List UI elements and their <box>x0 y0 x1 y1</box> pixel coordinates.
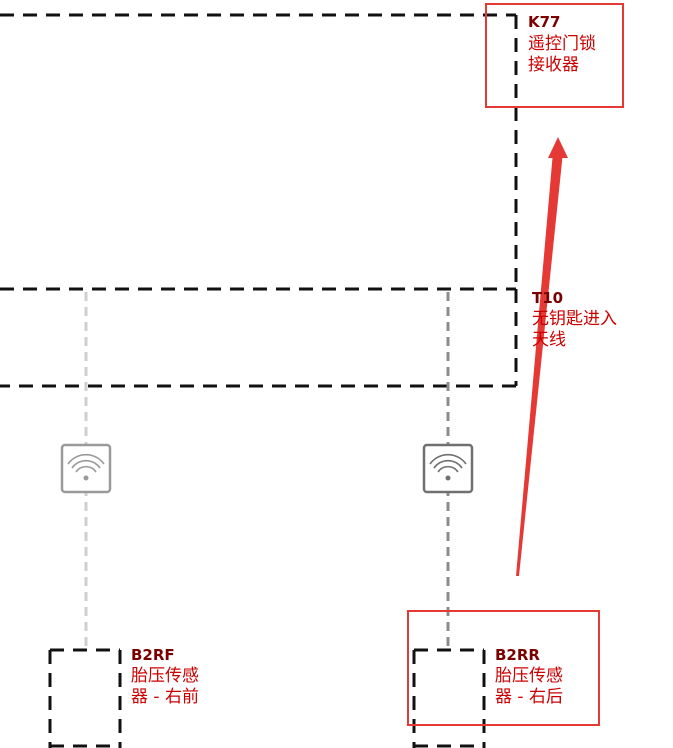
b2rr-name-line1: 胎压传感 <box>495 666 563 686</box>
b2rr-box <box>412 648 486 748</box>
k77-name-line2: 接收器 <box>528 55 579 75</box>
b2rf-code: B2RF <box>131 646 175 664</box>
k77-code: K77 <box>528 13 561 31</box>
b2rf-box <box>48 648 122 748</box>
b2rr-code: B2RR <box>495 646 540 664</box>
t10-code: T10 <box>532 289 564 307</box>
t10-name-line1: 无钥匙进入 <box>532 309 617 329</box>
k77-box <box>0 13 518 290</box>
b2rf-name-line2: 器 - 右前 <box>131 687 199 707</box>
k77-name-line1: 遥控门锁 <box>528 34 596 54</box>
t10-name-line2: 天线 <box>532 330 566 350</box>
wireless-signal-icon <box>60 443 112 494</box>
wireless-signal-icon <box>422 443 474 494</box>
b2rr-name-line2: 器 - 右后 <box>495 687 563 707</box>
b2rr-highlight-box <box>407 610 600 726</box>
t10-box <box>0 287 518 388</box>
k77-highlight-box <box>485 3 624 108</box>
annotation-arrow <box>516 137 568 576</box>
b2rf-name-line1: 胎压传感 <box>131 666 199 686</box>
